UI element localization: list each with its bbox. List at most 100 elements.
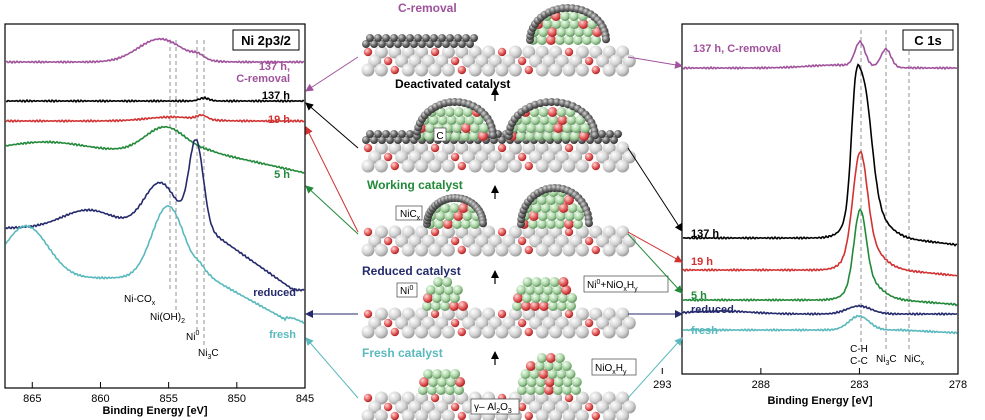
carbon-atom (610, 136, 618, 144)
o-atom (549, 63, 563, 77)
al-atom (524, 327, 533, 337)
o-atom (415, 325, 429, 339)
particle-deactivated-left (413, 98, 497, 141)
c1s-title-box (902, 29, 954, 51)
o-atom (535, 325, 549, 339)
ni-atom (591, 35, 601, 45)
ni-atom (445, 385, 455, 395)
al-atom (390, 65, 399, 75)
c1s-peak-ch: C-H (850, 344, 868, 355)
o-atom (408, 234, 422, 248)
ni-atom (517, 385, 527, 395)
ni-atom (470, 123, 481, 133)
ni-atom (440, 293, 451, 303)
o-atom (602, 307, 616, 321)
o-atom (368, 316, 382, 330)
ni-atom (419, 377, 430, 387)
al-atom (517, 56, 527, 66)
o-atom (374, 225, 388, 239)
particle-fresh-right (517, 353, 582, 395)
o-atom (421, 316, 435, 330)
o-atom (482, 243, 496, 257)
o-atom (455, 141, 469, 155)
o-atom (388, 141, 402, 155)
carbon-atom (602, 136, 610, 144)
o-atom (361, 243, 375, 257)
c1s-tick-label-1: 288 (752, 379, 770, 391)
ni2p-peak-ni0: Ni0 (186, 330, 199, 343)
al-atom (430, 47, 440, 57)
ni-atom (534, 131, 544, 141)
o-atom (589, 391, 603, 405)
ni-atom (522, 293, 532, 303)
ni-atom (552, 361, 563, 371)
o-atom (368, 400, 382, 414)
ni-atom (442, 277, 453, 287)
o-atom (401, 307, 415, 321)
carbon-atom (370, 136, 378, 144)
o-atom (401, 391, 415, 405)
ni2p-label-fresh: fresh (269, 329, 296, 341)
o-atom (468, 63, 482, 77)
ni-atom (565, 27, 576, 37)
o-atom (495, 243, 509, 257)
o-atom (569, 54, 583, 68)
o-atom (482, 141, 496, 155)
ni-atom (561, 361, 572, 371)
ni-atom (525, 285, 536, 295)
ni-atom (460, 131, 470, 141)
ni-atom (525, 131, 535, 141)
al-atom (517, 152, 527, 162)
c1s-xlabel: Binding Energy [eV] (767, 395, 872, 407)
ni2p-plot-frame (4, 23, 306, 389)
ni-atom (425, 123, 436, 133)
o-atom (569, 400, 583, 414)
ni2p-title-box (232, 29, 300, 51)
ni-atom (544, 123, 555, 133)
o-atom (596, 400, 609, 414)
o-atom (508, 141, 522, 155)
ni-atom (450, 369, 461, 379)
ni-atom (451, 131, 461, 141)
ni-atom (564, 219, 574, 229)
ni-atom (540, 277, 551, 287)
o-atom (602, 159, 616, 173)
ni-atom (579, 131, 589, 141)
o-atom (602, 63, 616, 77)
al-atom (591, 327, 600, 337)
ni-atom (542, 19, 553, 29)
tag-nioxhz-box (591, 358, 637, 376)
ni-atom (478, 131, 488, 141)
o-atom (374, 141, 388, 155)
ni-atom (521, 115, 532, 125)
o-atom (562, 159, 576, 173)
o-atom (616, 391, 630, 405)
ni-atom (553, 385, 563, 395)
connector-arrows (305, 56, 683, 399)
ni-atom (431, 293, 442, 303)
stage-label-working: Working catalyst (367, 178, 463, 192)
o-atom (395, 400, 408, 414)
carbon-atom (370, 40, 378, 48)
o-atom (609, 150, 623, 164)
ni-atom (558, 293, 568, 303)
o-atom (468, 225, 482, 239)
o-atom (401, 243, 415, 257)
al-atom (363, 143, 373, 153)
ni-atom (512, 301, 522, 311)
ni-atom (560, 11, 570, 21)
al-atom (450, 56, 460, 66)
o-atom (602, 225, 616, 239)
ni-atom (560, 19, 571, 29)
ni-atom (583, 27, 594, 37)
arrow-fresh-to-ni2p (305, 337, 359, 399)
ni-atom (539, 301, 549, 311)
carbon-atom (489, 131, 497, 140)
al-atom (383, 236, 393, 246)
o-atom (428, 243, 442, 257)
o-atom (441, 391, 455, 405)
ni-atom (569, 19, 580, 29)
ni-atom (440, 301, 450, 311)
ni-atom (513, 293, 523, 303)
ni-atom (441, 369, 452, 379)
